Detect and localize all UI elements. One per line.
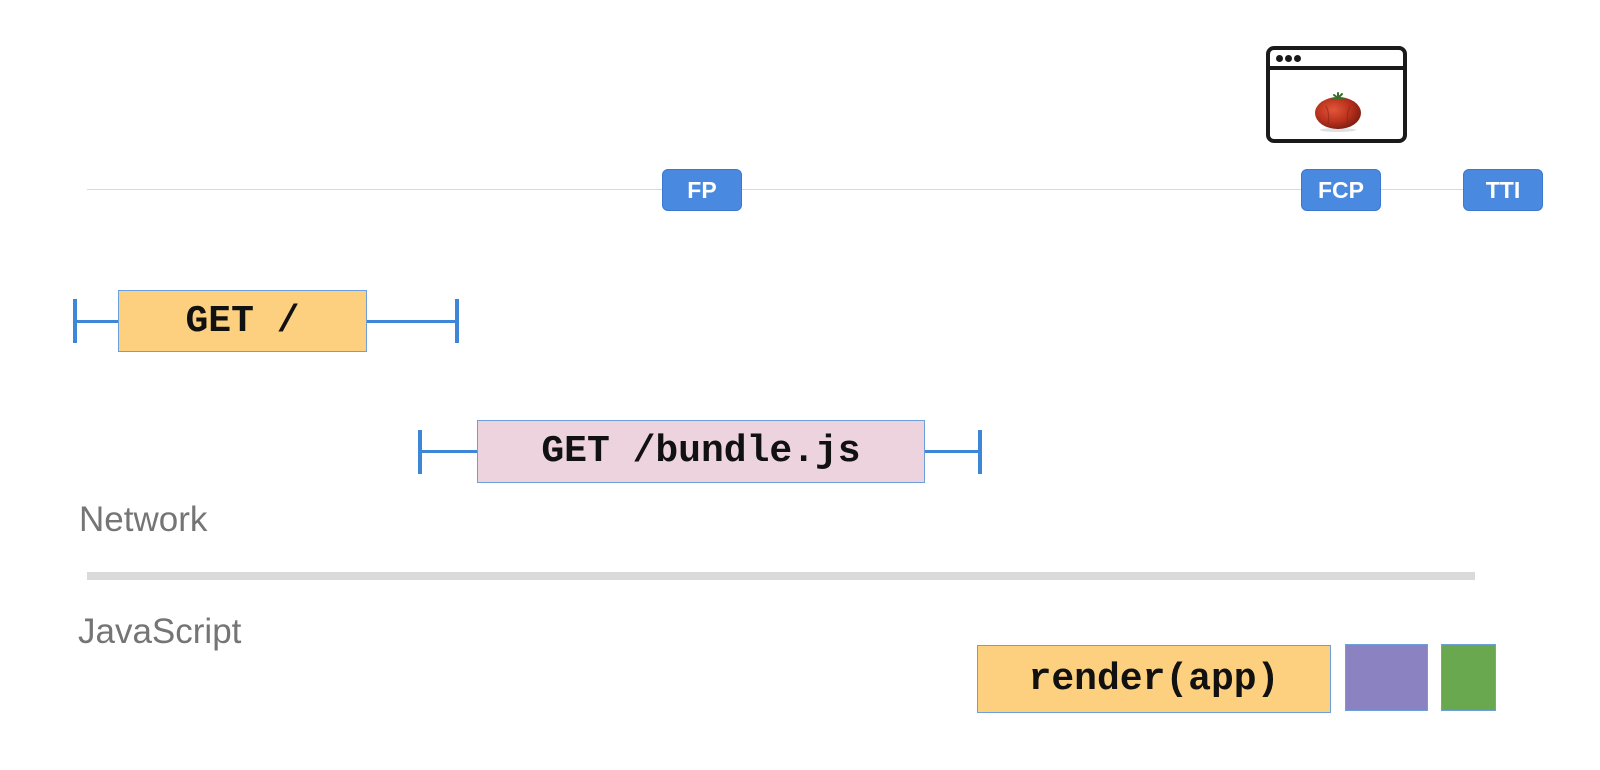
task-block-green xyxy=(1441,644,1496,711)
javascript-row-label: JavaScript xyxy=(78,612,242,651)
milestone-fp-label: FP xyxy=(687,176,717,203)
request-whisker xyxy=(420,450,477,453)
window-dot-icon xyxy=(1276,55,1283,62)
milestone-fcp-label: FCP xyxy=(1318,176,1364,203)
milestone-tti: TTI xyxy=(1463,169,1543,211)
request-end-cap xyxy=(455,299,459,343)
milestone-fcp: FCP xyxy=(1301,169,1381,211)
milestone-tti-label: TTI xyxy=(1485,176,1521,203)
tomato-icon xyxy=(1315,92,1361,132)
window-toolbar xyxy=(1270,66,1403,70)
request-whisker xyxy=(367,320,457,323)
request-end-cap xyxy=(978,430,982,474)
request-whisker xyxy=(925,450,980,453)
browser-window-icon xyxy=(1266,46,1407,143)
track-divider xyxy=(87,572,1475,580)
request-label: GET / xyxy=(185,299,300,343)
network-row-label: Network xyxy=(79,500,208,539)
timeline-axis xyxy=(87,189,1535,190)
request-get-root: GET / xyxy=(118,290,367,352)
request-label: GET /bundle.js xyxy=(541,430,861,473)
milestone-fp: FP xyxy=(662,169,742,211)
window-dot-icon xyxy=(1285,55,1292,62)
task-render-app: render(app) xyxy=(977,645,1331,713)
request-whisker xyxy=(75,320,118,323)
request-get-bundle: GET /bundle.js xyxy=(477,420,925,483)
task-block-purple xyxy=(1345,644,1428,711)
task-label: render(app) xyxy=(1028,657,1280,701)
window-dot-icon xyxy=(1294,55,1301,62)
